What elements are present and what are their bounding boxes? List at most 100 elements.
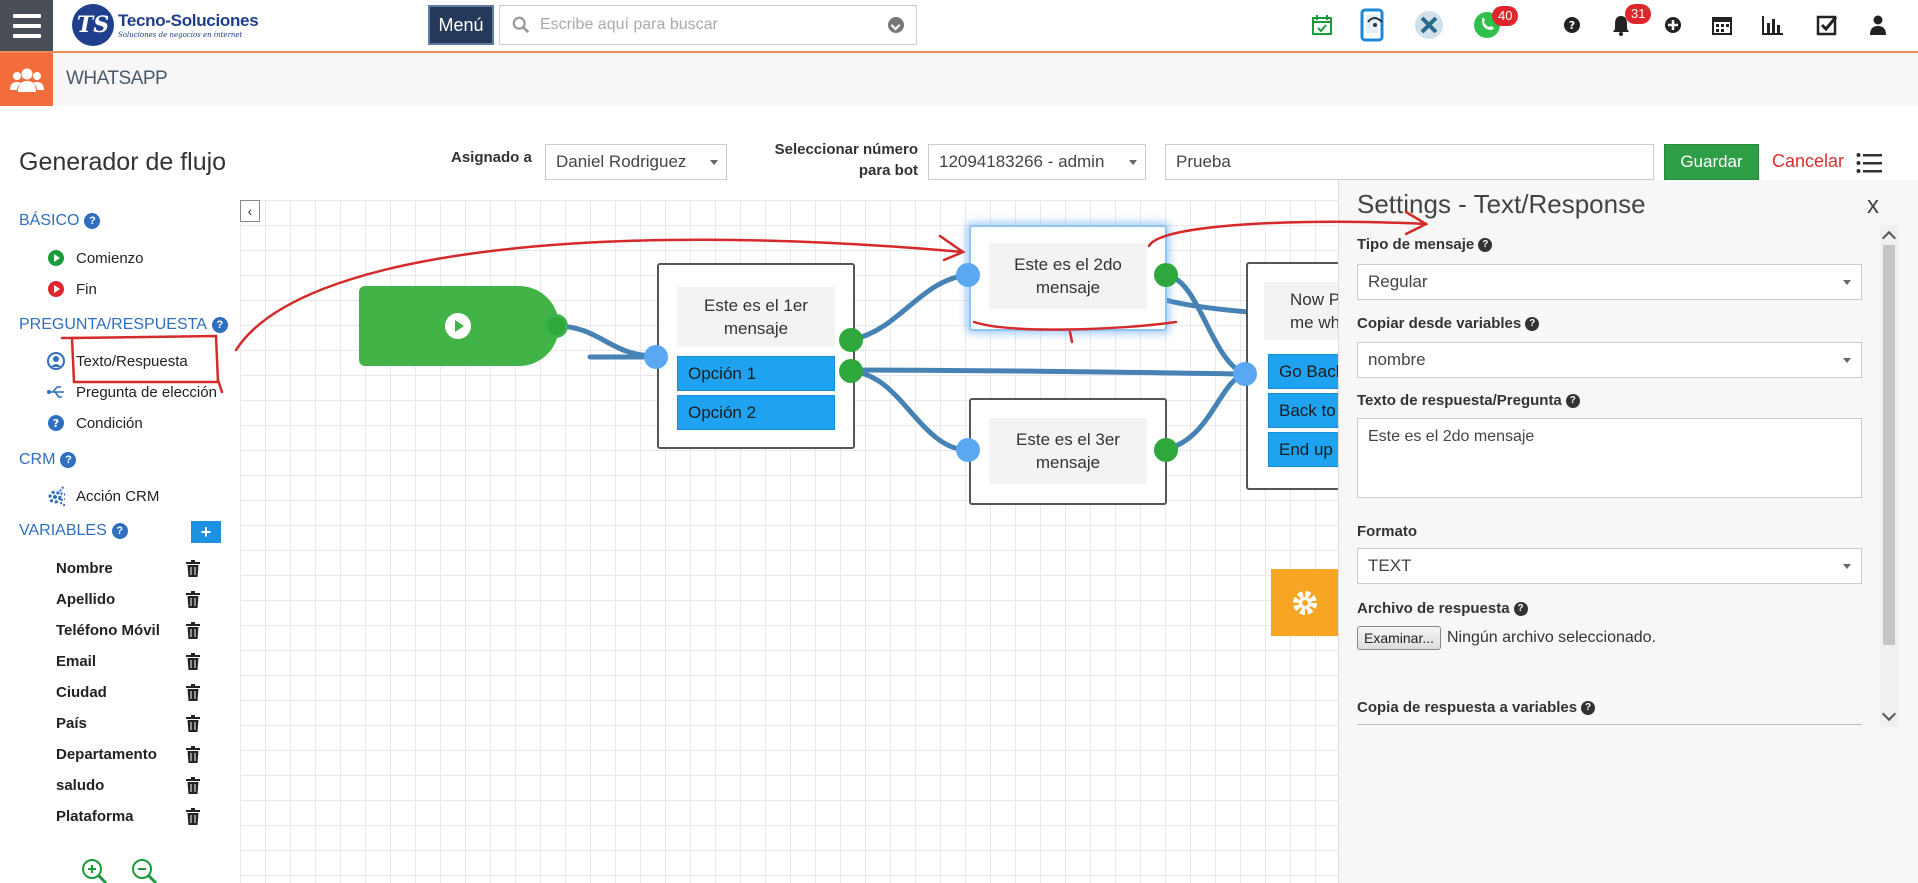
bot-name-input[interactable]: Prueba — [1165, 144, 1654, 180]
caret-down-icon — [1843, 358, 1851, 363]
variable-row: Departamento — [56, 746, 206, 763]
help-icon[interactable]: ? — [1555, 8, 1589, 42]
trash-icon[interactable] — [186, 591, 200, 608]
x-app-icon[interactable] — [1412, 8, 1446, 42]
response-text-area[interactable]: Este es el 2do mensaje — [1357, 418, 1862, 498]
node-text: Este es el 2do mensaje — [989, 243, 1147, 309]
chevron-down-icon[interactable] — [1881, 706, 1897, 722]
search-bar[interactable]: Escribe aquí para buscar — [499, 5, 917, 45]
list-menu-icon[interactable] — [1856, 152, 1882, 174]
user-icon[interactable] — [1861, 8, 1895, 42]
palette-item-label: Acción CRM — [76, 487, 160, 505]
trash-icon[interactable] — [186, 684, 200, 701]
chevron-up-icon[interactable] — [1881, 230, 1897, 246]
browse-file-button[interactable]: Examinar... — [1357, 626, 1441, 650]
message-type-select[interactable]: Regular — [1357, 264, 1862, 300]
calendar-icon[interactable] — [1705, 8, 1739, 42]
bot-number-select[interactable]: 12094183266 - admin — [928, 144, 1146, 180]
help-icon[interactable]: ? — [111, 523, 128, 539]
zoom-out-icon[interactable] — [130, 858, 160, 883]
palette-item-crm-action[interactable]: Acción CRM — [47, 486, 160, 506]
user-circle-icon — [47, 352, 65, 370]
close-panel-button[interactable]: x — [1867, 192, 1879, 219]
search-icon — [512, 16, 530, 34]
cancel-button[interactable]: Cancelar — [1772, 151, 1845, 171]
palette-item-label: Comienzo — [76, 249, 144, 267]
add-variable-button[interactable]: + — [191, 521, 221, 543]
panel-scrollbar[interactable] — [1880, 225, 1898, 727]
help-icon[interactable]: ? — [1565, 393, 1580, 408]
zoom-in-icon[interactable] — [80, 858, 110, 883]
flow-node-message-3[interactable]: Este es el 3er mensaje — [969, 398, 1167, 505]
section-qa-title: PREGUNTA/RESPUESTA — [19, 316, 207, 333]
save-button[interactable]: Guardar — [1664, 144, 1759, 180]
palette-item-condition[interactable]: ? Condición — [47, 414, 143, 432]
variable-name: Ciudad — [56, 684, 107, 701]
trash-icon[interactable] — [186, 653, 200, 670]
scrollbar-thumb[interactable] — [1883, 245, 1895, 645]
brand-tagline: Soluciones de negocios en internet — [118, 31, 243, 39]
bar-chart-icon[interactable] — [1756, 8, 1790, 42]
trash-icon[interactable] — [186, 808, 200, 825]
svg-text:?: ? — [53, 417, 59, 430]
bell-icon[interactable] — [1604, 8, 1638, 42]
play-circle-icon — [47, 249, 65, 267]
help-icon[interactable]: ? — [1513, 601, 1528, 616]
assigned-select[interactable]: Daniel Rodriguez — [545, 144, 727, 180]
help-icon[interactable]: ? — [1525, 316, 1540, 331]
search-dropdown-icon[interactable] — [888, 17, 904, 33]
menu-button[interactable]: Menú — [428, 5, 494, 45]
copy-to-variables-label: Copia de respuesta a variables? — [1357, 699, 1596, 716]
hamburger-menu-icon[interactable] — [0, 0, 53, 51]
gear-icon[interactable] — [1271, 569, 1339, 636]
palette-item-choice-question[interactable]: Pregunta de elección — [47, 383, 217, 401]
trash-icon[interactable] — [186, 560, 200, 577]
task-check-icon[interactable] — [1810, 8, 1844, 42]
label-text: Copiar desde variables — [1357, 315, 1522, 332]
mobile-signal-icon[interactable] — [1354, 8, 1394, 42]
calendar-check-icon[interactable] — [1305, 8, 1339, 42]
bot-number-value: 12094183266 - admin — [939, 152, 1105, 171]
variable-name: Plataforma — [56, 808, 134, 825]
help-icon[interactable]: ? — [1478, 237, 1493, 252]
search-input[interactable]: Escribe aquí para buscar — [540, 16, 718, 33]
palette-item-label: Fin — [76, 280, 97, 298]
help-icon[interactable]: ? — [84, 213, 101, 229]
palette-item-text-response[interactable]: Texto/Respuesta — [47, 352, 188, 370]
page-title: Generador de flujo — [19, 148, 227, 176]
section-variables: VARIABLES ? — [19, 522, 128, 540]
format-select[interactable]: TEXT — [1357, 548, 1862, 584]
usb-branch-icon — [47, 383, 65, 401]
node-option-1[interactable]: Opción 1 — [677, 356, 835, 391]
node-option-2[interactable]: Opción 2 — [677, 395, 835, 430]
brand-logo[interactable]: TS Tecno-Soluciones Soluciones de negoci… — [72, 2, 259, 48]
help-icon[interactable]: ? — [211, 317, 228, 333]
section-qa: PREGUNTA/RESPUESTA ? — [19, 316, 228, 334]
palette-item-start[interactable]: Comienzo — [47, 249, 144, 267]
flow-node-message-2[interactable]: Este es el 2do mensaje — [969, 225, 1167, 331]
settings-panel: Settings - Text/Response x Tipo de mensa… — [1338, 180, 1918, 883]
file-status-text: Ningún archivo seleccionado. — [1447, 629, 1657, 646]
variable-name: País — [56, 715, 87, 732]
node-text: Este es el 3er mensaje — [989, 418, 1147, 484]
bot-number-label-line2: para bot — [858, 162, 918, 179]
trash-icon[interactable] — [186, 777, 200, 794]
trash-icon[interactable] — [186, 746, 200, 763]
trash-icon[interactable] — [186, 715, 200, 732]
plus-circle-icon[interactable] — [1656, 8, 1690, 42]
section-crm: CRM ? — [19, 451, 77, 469]
palette-item-end[interactable]: Fin — [47, 280, 97, 298]
copy-from-variables-select[interactable]: nombre — [1357, 342, 1862, 378]
response-file-label: Archivo de respuesta? — [1357, 600, 1528, 617]
palette-item-label: Pregunta de elección — [76, 383, 217, 401]
flow-node-message-1[interactable]: Este es el 1er mensaje Opción 1 Opción 2 — [657, 263, 855, 449]
variable-name: Nombre — [56, 560, 113, 577]
collapse-sidebar-button[interactable]: ‹ — [240, 200, 260, 222]
section-basic: BÁSICO ? — [19, 212, 101, 230]
bot-number-label: Seleccionar número para bot — [750, 139, 918, 181]
notifications-count-badge: 31 — [1625, 4, 1652, 24]
variable-row: Apellido — [56, 591, 206, 608]
help-icon[interactable]: ? — [1581, 700, 1596, 715]
trash-icon[interactable] — [186, 622, 200, 639]
help-icon[interactable]: ? — [60, 452, 77, 468]
